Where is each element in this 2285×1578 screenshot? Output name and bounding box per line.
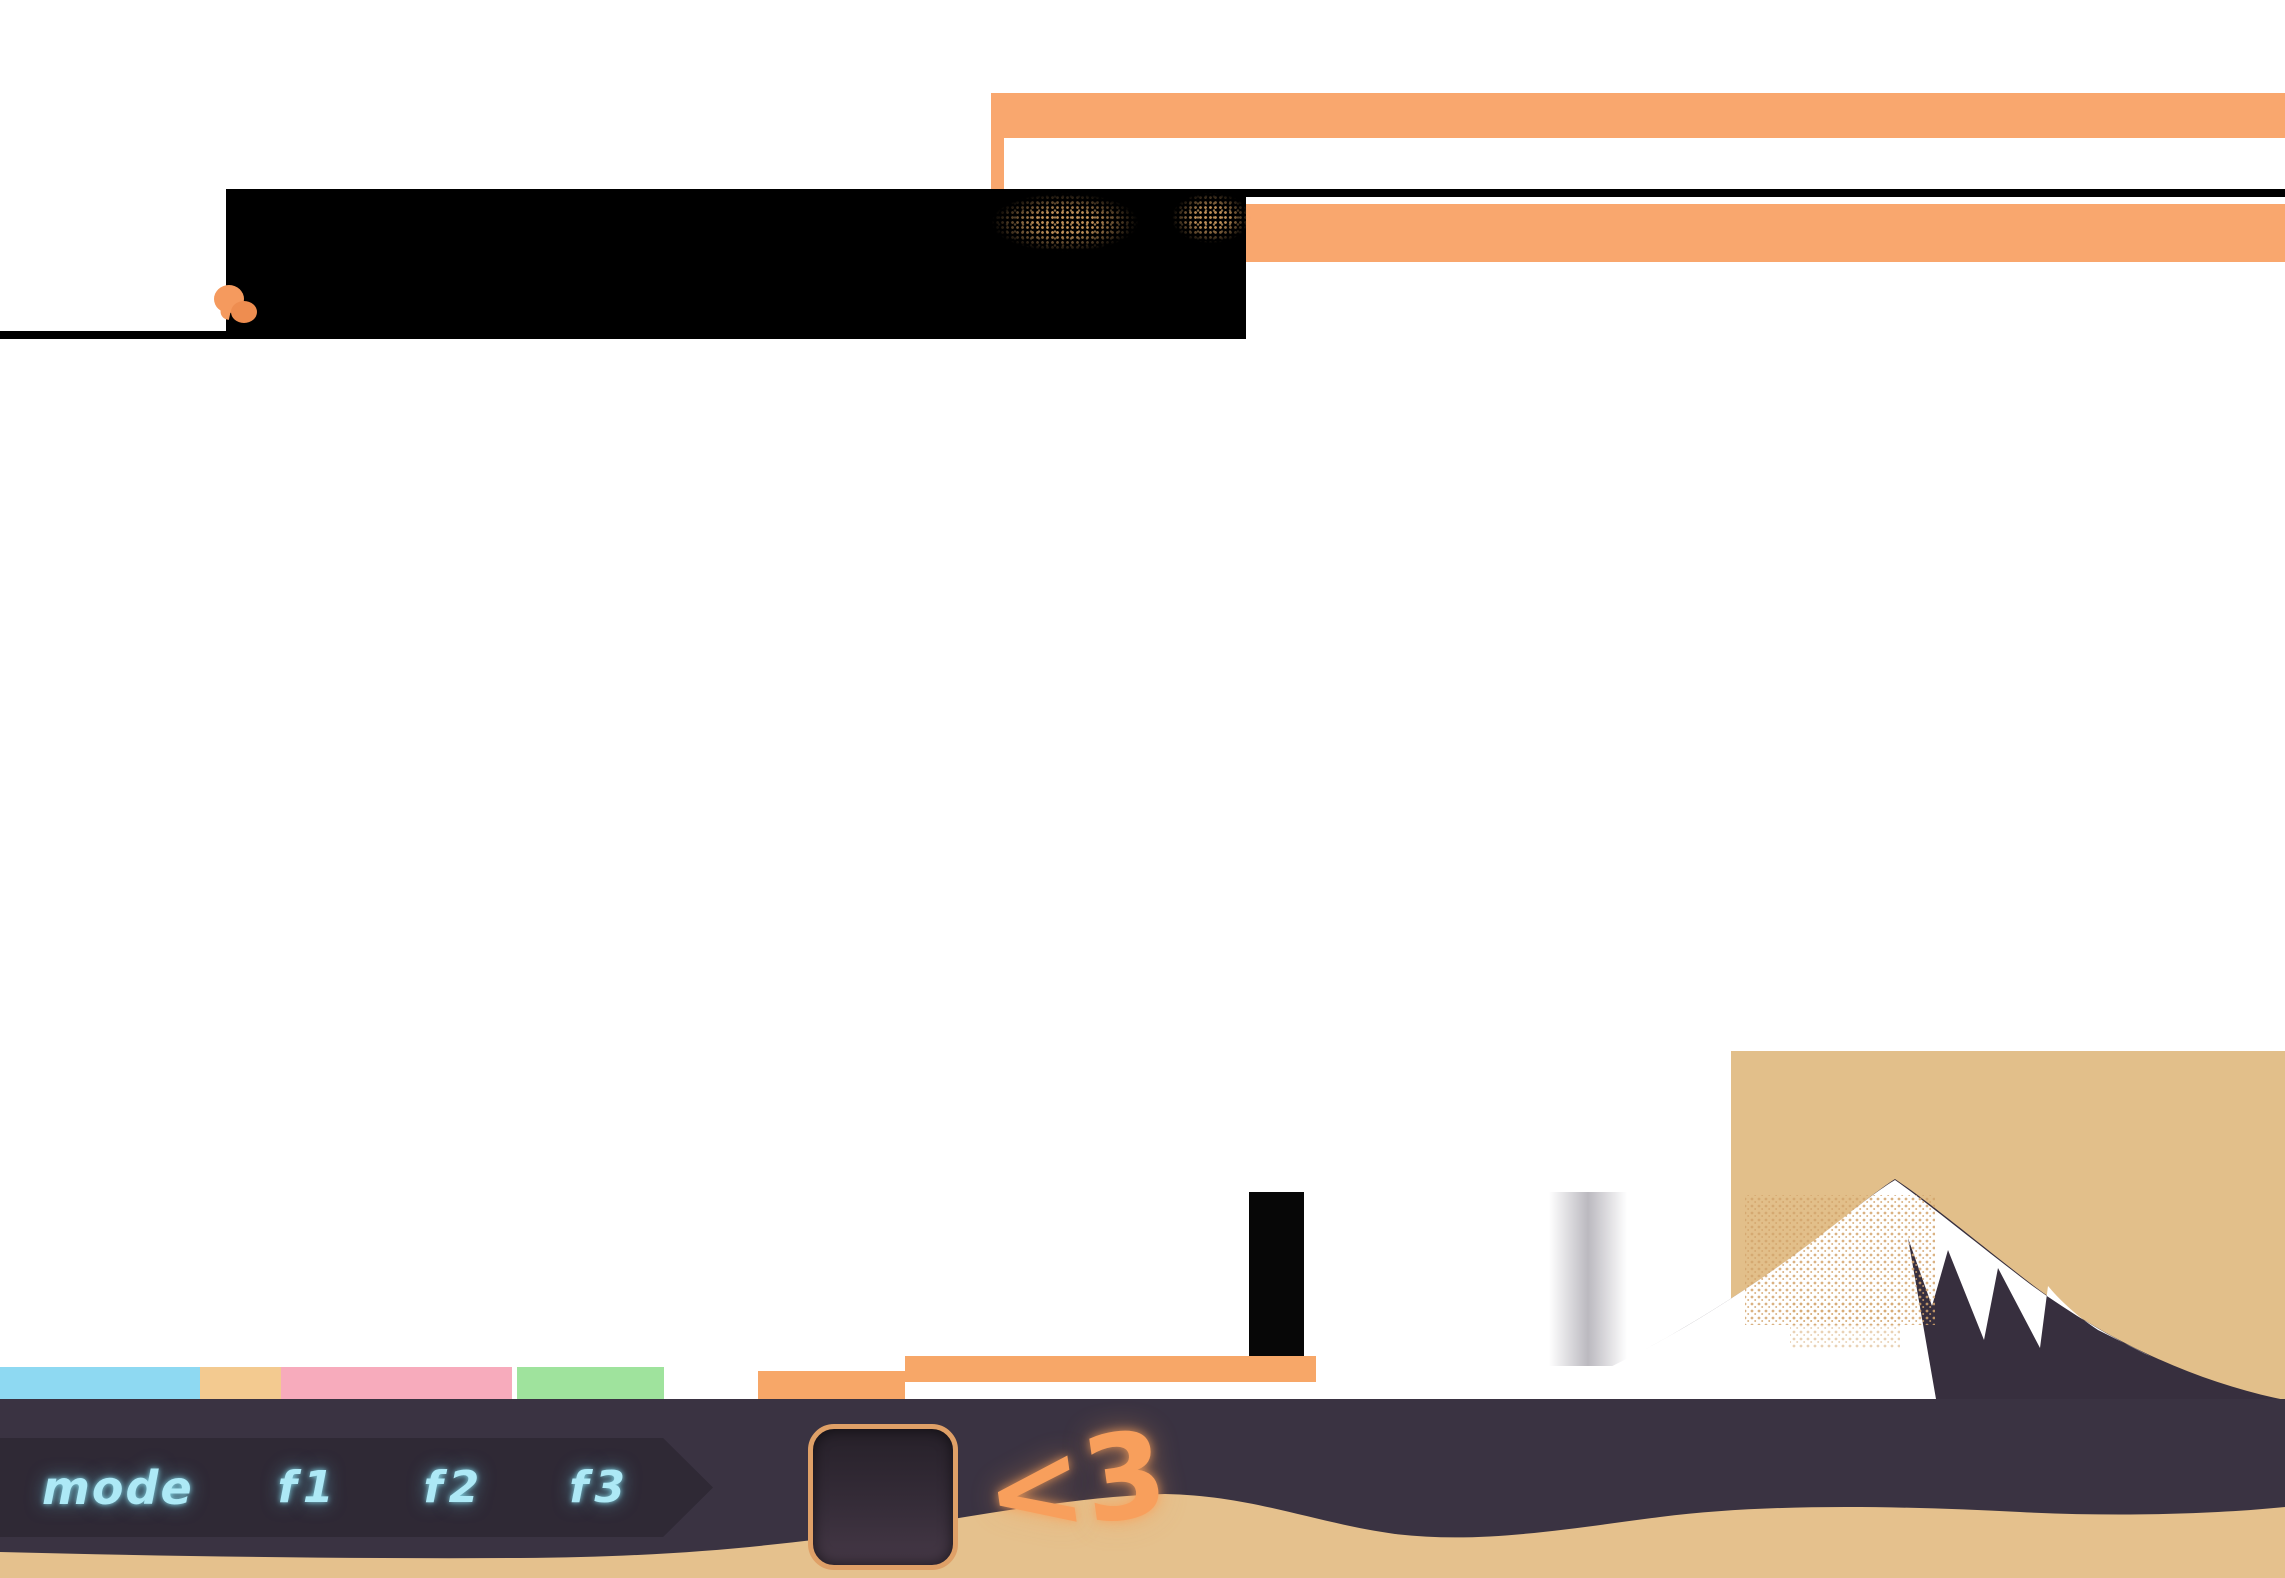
- white-panel: [1304, 1192, 1731, 1366]
- heart-doodle: <3: [976, 1403, 1175, 1565]
- mode-label: mode: [42, 1460, 194, 1515]
- snow-speckles-2: [1790, 1300, 1900, 1348]
- redacted-region: [226, 197, 1246, 338]
- redaction-line-left: [0, 331, 1246, 339]
- snow-cap: [1535, 1180, 2152, 1400]
- chat-bubble-tail: [219, 308, 231, 320]
- mountain-body: [1530, 1179, 2285, 1578]
- fkey-f3[interactable]: f3: [569, 1462, 631, 1513]
- top-highlight-bar: [991, 93, 2285, 138]
- snow-speckles: [1745, 1195, 1935, 1325]
- shelf-strip-tan: [200, 1367, 281, 1399]
- shelf-strip-pink: [281, 1367, 512, 1399]
- right-highlight-bar: [1246, 204, 2285, 262]
- soft-shadow: [1549, 1192, 1627, 1366]
- shelf-strip-orange-short: [758, 1371, 905, 1399]
- shelf-strip-green: [517, 1367, 664, 1399]
- redaction-line-top: [226, 189, 2285, 197]
- chat-bubble-small: [231, 301, 257, 323]
- fkey-f2[interactable]: f2: [423, 1462, 486, 1513]
- slot-button[interactable]: [808, 1424, 958, 1570]
- mode-bar: mode f1 f2 f3: [0, 1438, 713, 1537]
- shelf-strip-blue: [0, 1367, 200, 1399]
- black-pillar: [1249, 1192, 1304, 1366]
- shelf-strip-orange-long: [905, 1356, 1316, 1382]
- fkey-f1[interactable]: f1: [277, 1462, 340, 1513]
- sky-panel: [1731, 1051, 2285, 1511]
- chat-bubbles-icon[interactable]: [214, 283, 260, 327]
- top-highlight-tab: [991, 138, 1004, 190]
